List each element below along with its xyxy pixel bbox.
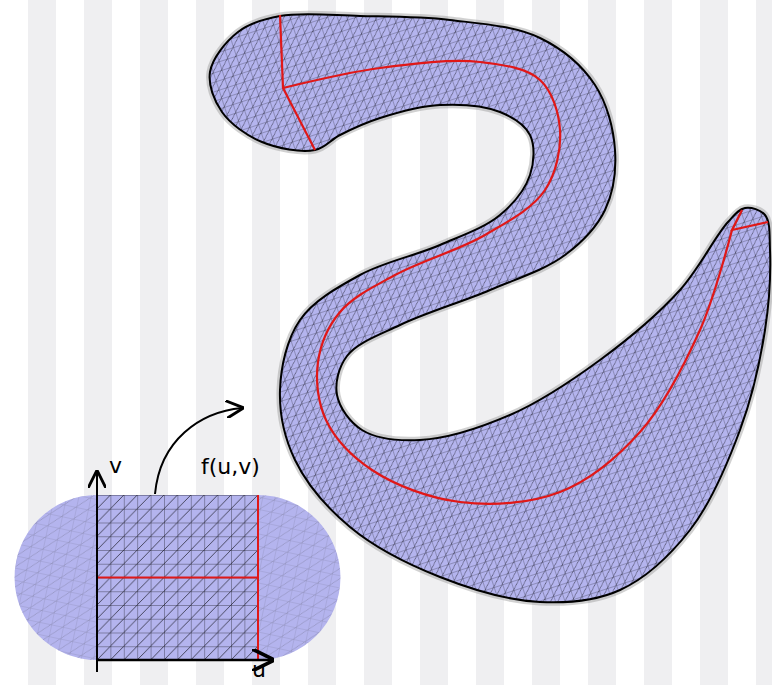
domain-cap-mesh (0, 480, 360, 680)
domain-grid-mesh (97, 495, 258, 660)
mapping-label: f(u,v) (201, 456, 260, 478)
domain-grid-fill (97, 495, 258, 660)
axis-label: u (252, 659, 266, 681)
v-axis (96, 472, 98, 672)
domain-red-lines (97, 495, 258, 660)
mapped-midline (283, 61, 732, 504)
u-axis (97, 659, 272, 662)
axis-label: v (109, 455, 122, 477)
mapped-cut-line (732, 210, 768, 230)
mapped-cut-line (280, 15, 315, 150)
mapping-arrow (155, 408, 242, 494)
